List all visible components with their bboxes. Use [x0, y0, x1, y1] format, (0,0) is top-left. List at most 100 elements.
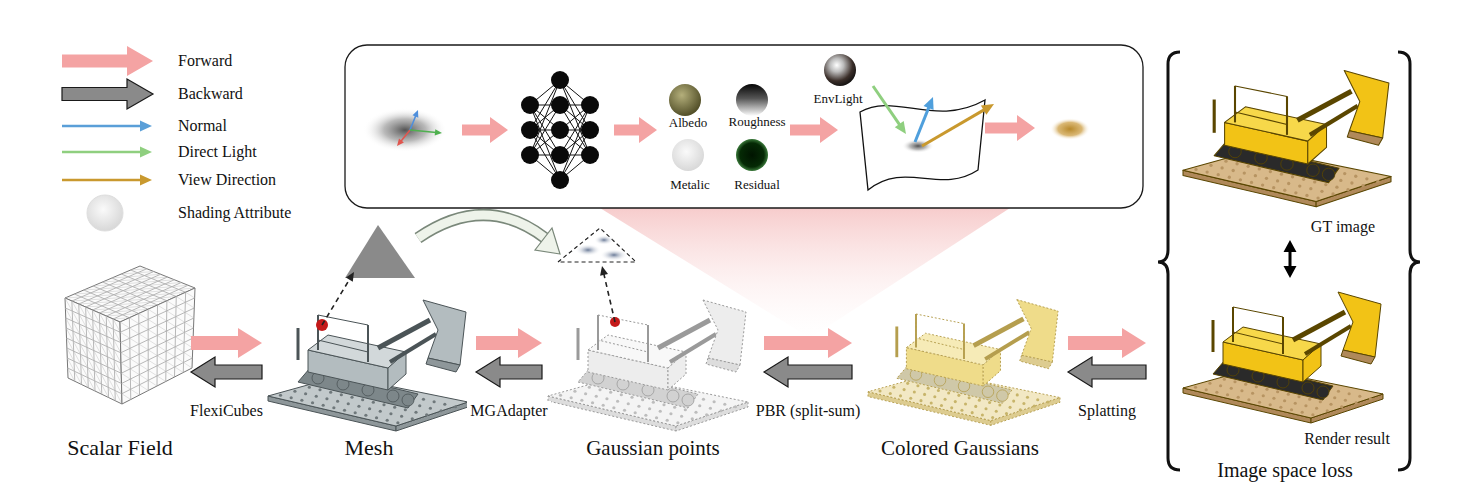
plate-stud	[584, 392, 587, 395]
plate-stud	[1239, 178, 1242, 181]
plate-stud	[322, 404, 325, 407]
cube-diagonal	[148, 340, 157, 346]
plate-stud	[602, 404, 605, 407]
plate-stud	[343, 409, 346, 412]
plate-stud	[709, 407, 712, 410]
cube-diagonal	[139, 364, 148, 370]
triangle-gaussian	[600, 249, 628, 261]
plate-stud	[1258, 167, 1261, 170]
node-caption: Scalar Field	[67, 435, 173, 460]
plate-stud	[676, 421, 679, 424]
exhaust	[297, 328, 300, 360]
plate-stud	[684, 408, 687, 411]
plate-stud	[680, 415, 683, 418]
plate-stud	[916, 384, 919, 387]
network-neuron	[521, 121, 539, 139]
cab-frame	[1233, 307, 1283, 344]
plate-stud	[1217, 173, 1220, 176]
cab-post	[597, 315, 599, 350]
network-link	[560, 105, 590, 180]
cube-face	[120, 288, 195, 404]
plate-stud	[694, 411, 697, 414]
forward-arrow	[764, 328, 852, 358]
plate-stud	[293, 390, 296, 393]
cube-diagonal	[74, 371, 81, 384]
cube-diagonal	[175, 367, 184, 373]
plate-stud	[382, 403, 385, 406]
plate-stud	[981, 414, 984, 417]
track-wheel	[1322, 168, 1334, 180]
plate-stud	[443, 403, 446, 406]
plate-stud	[944, 398, 947, 401]
plate-stud	[1305, 194, 1308, 197]
plate-stud	[1331, 192, 1334, 195]
network-neuron	[551, 146, 569, 164]
plate-stud	[930, 402, 933, 405]
plate-stud	[1247, 398, 1250, 401]
plate-stud	[1026, 396, 1029, 399]
plate-stud	[1265, 388, 1268, 391]
cube-diagonal	[114, 294, 130, 295]
plate-stud	[336, 400, 339, 403]
plate-stud	[1333, 396, 1336, 399]
cube-diagonal	[167, 321, 176, 327]
cube-diagonal	[166, 331, 175, 337]
cube-diagonal	[115, 391, 122, 404]
axis-green-head	[435, 129, 442, 135]
cube-diagonal	[104, 298, 120, 299]
cube-diagonal	[81, 296, 97, 297]
legend-line-arrow	[62, 125, 142, 128]
cube-diagonal	[121, 363, 130, 369]
plate-stud	[652, 401, 655, 404]
cube-diagonal	[128, 299, 144, 300]
cube-diagonal	[186, 292, 195, 298]
dashed-arrow	[322, 278, 350, 325]
cube-diagonal	[84, 289, 100, 290]
cab-post	[963, 324, 965, 360]
node-caption: Image space loss	[1217, 459, 1353, 482]
legend-text: Shading Attribute	[178, 204, 291, 221]
plate-stud	[573, 390, 576, 393]
render-result-bulldozer	[1183, 292, 1383, 423]
cube-grid	[121, 338, 193, 373]
cube-diagonal	[139, 344, 148, 350]
bucket	[423, 300, 466, 365]
legend-item: Forward	[178, 51, 232, 71]
cube-grid	[131, 270, 186, 292]
track-wheel	[1302, 382, 1314, 394]
cube-diagonal	[148, 380, 157, 386]
cube-diagonal	[149, 284, 165, 285]
adapter-curve	[418, 215, 545, 238]
plate-stud	[368, 407, 371, 410]
legend-text: View Direction	[178, 171, 276, 188]
cab-post	[1232, 307, 1234, 342]
plate-stud	[1247, 165, 1250, 168]
cube-diagonal	[176, 327, 185, 333]
plate-stud	[1244, 383, 1247, 386]
cube-diagonal	[93, 285, 109, 286]
plate-stud	[1254, 174, 1257, 177]
plate-stud	[919, 399, 922, 402]
edge-label: Splatting	[1075, 401, 1139, 420]
plate-stud	[1243, 171, 1246, 174]
network-neuron	[521, 146, 539, 164]
plate-stud	[662, 403, 665, 406]
cube-diagonal	[176, 307, 185, 313]
axis-red-head	[397, 139, 404, 146]
forward-arrow	[476, 328, 542, 358]
plate-stud	[318, 388, 321, 391]
cube-diagonal	[116, 311, 132, 312]
cube-diagonal	[98, 295, 114, 296]
plate-stud	[957, 394, 960, 397]
network-neuron	[551, 171, 569, 189]
cube-diagonal	[167, 301, 176, 307]
cube-diagonal	[139, 288, 155, 289]
plate-stud	[734, 405, 737, 408]
plate-stud	[637, 405, 640, 408]
plate-stud	[364, 414, 367, 417]
plate-stud	[1276, 179, 1279, 182]
plate-stud	[909, 397, 912, 400]
plate-stud	[389, 412, 392, 415]
cube-grid	[122, 358, 193, 394]
cube-diagonal	[166, 341, 175, 347]
